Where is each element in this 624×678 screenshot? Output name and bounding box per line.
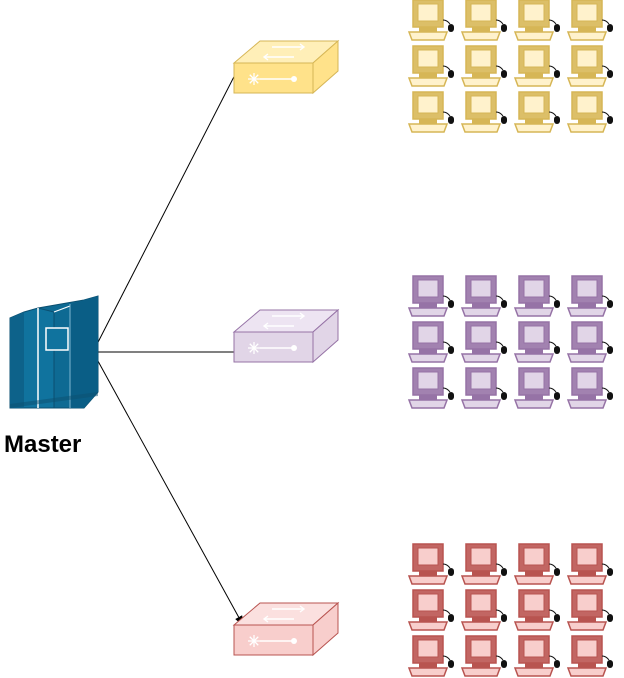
computer-icon	[566, 45, 613, 87]
connection-to-switch-red	[92, 351, 244, 626]
computer-icon	[460, 321, 507, 363]
computer-icon	[407, 635, 454, 677]
pc-grids	[407, 0, 613, 677]
computer-icon	[407, 91, 454, 133]
connection-to-switch-yellow	[92, 62, 242, 353]
switch-yellow-icon	[232, 39, 340, 95]
computer-icon	[566, 635, 613, 677]
computer-icon	[460, 589, 507, 631]
computer-icon	[566, 543, 613, 585]
computer-icon	[460, 91, 507, 133]
computer-icon	[460, 275, 507, 317]
computer-icon	[566, 275, 613, 317]
computer-icon	[566, 91, 613, 133]
computer-icon	[407, 543, 454, 585]
computer-icon	[460, 45, 507, 87]
computer-icon	[513, 321, 560, 363]
computer-icon	[407, 45, 454, 87]
computer-icon	[566, 0, 613, 41]
computer-icon	[407, 321, 454, 363]
pc-grid-purple	[407, 275, 613, 409]
computer-icon	[513, 91, 560, 133]
switch-red-icon	[232, 601, 340, 657]
computer-icon	[566, 589, 613, 631]
switch-purple-icon	[232, 308, 340, 364]
computer-icon	[513, 45, 560, 87]
computer-icon	[460, 543, 507, 585]
computer-icon	[460, 0, 507, 41]
master-label: Master	[4, 431, 82, 458]
pc-grid-red	[407, 543, 613, 677]
computer-icon	[407, 589, 454, 631]
computer-icon	[566, 321, 613, 363]
computer-icon	[407, 367, 454, 409]
computer-icon	[407, 275, 454, 317]
computer-icon	[460, 367, 507, 409]
connections	[92, 62, 253, 626]
computer-icon	[566, 367, 613, 409]
computer-icon	[513, 367, 560, 409]
master-server-icon	[9, 295, 99, 409]
computer-icon	[513, 589, 560, 631]
computer-icon	[513, 275, 560, 317]
computer-icon	[513, 635, 560, 677]
computer-icon	[513, 543, 560, 585]
switches	[232, 39, 340, 657]
computer-icon	[513, 0, 560, 41]
pc-grid-yellow	[407, 0, 613, 133]
computer-icon	[407, 0, 454, 41]
computer-icon	[460, 635, 507, 677]
